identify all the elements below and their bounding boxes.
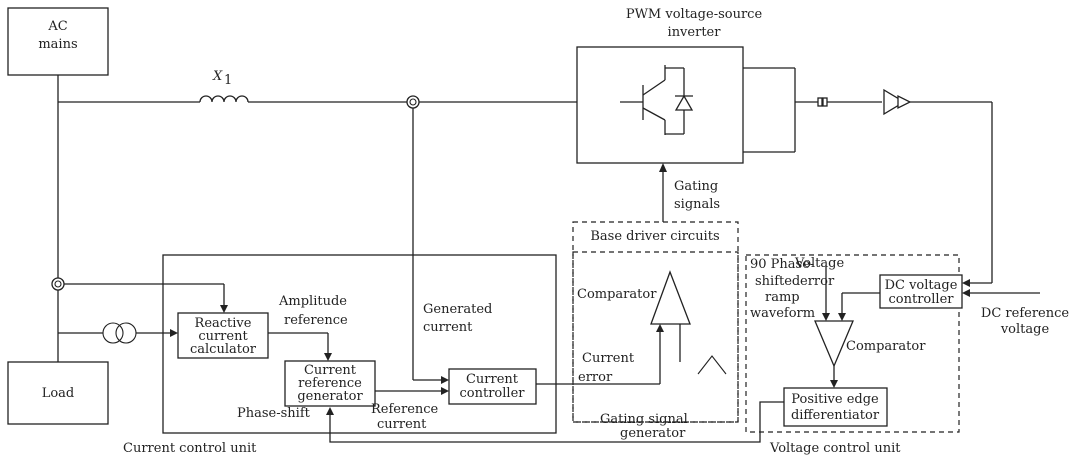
comparator-gating: [650, 270, 691, 325]
comparator-left-label: Comparator: [577, 287, 657, 302]
arrow-verror: [838, 313, 846, 321]
current-controller: Current controller: [448, 368, 537, 405]
voltage-control-unit-border: [745, 254, 960, 433]
current-controller-line2: controller: [460, 386, 526, 401]
gating-inner-border: [572, 251, 739, 423]
current-reference-generator: Current reference generator: [284, 360, 376, 407]
inductor-subscript: 1: [224, 73, 232, 88]
gating-signal-generator-line1: Gating signal: [600, 412, 688, 427]
reference-current-line2: current: [377, 417, 427, 432]
ac-mains-block: AC mains: [7, 7, 109, 76]
current-error-line2: error: [578, 370, 613, 385]
phase-shift-label: Phase-shift: [237, 406, 311, 421]
phase-shift-feedback-wire: [329, 401, 784, 443]
load-label: Load: [42, 386, 75, 401]
pwm-inverter-block: [576, 46, 744, 164]
comparator-voltage: [814, 320, 854, 368]
arrow-gating-signals: [659, 163, 667, 172]
gating-signals-line2: signals: [674, 197, 720, 212]
dc-voltage-controller-line2: controller: [889, 292, 955, 307]
arrow-to-reactive-calc: [220, 305, 228, 313]
current-control-unit-border: [162, 254, 557, 434]
dc-voltage-controller-line1: DC voltage: [885, 278, 958, 293]
load-current-sensor: [51, 277, 65, 291]
voltage-error-line1: Voltage: [794, 256, 844, 271]
ramp-waveform-line1: 90 Phase-: [750, 257, 814, 272]
positive-edge-line1: Positive edge: [791, 392, 879, 407]
gating-signals-line1: Gating: [674, 179, 718, 194]
arrow-ramp: [822, 313, 830, 321]
inverter-title-line1: PWM voltage-source: [626, 7, 763, 22]
amplitude-reference-line2: reference: [284, 313, 348, 328]
arrow-dc-ref: [962, 289, 970, 297]
inductor-label: X: [212, 69, 223, 84]
arrow-to-current-controller: [441, 376, 449, 384]
arrow-reference-current: [441, 387, 449, 395]
inductor-x1: X 1: [199, 69, 249, 103]
potential-transformer: [102, 322, 137, 344]
ac-mains-label-line1: AC: [47, 19, 67, 34]
ramp-waveform-line2: shifted: [755, 274, 800, 289]
arrow-phase-shift: [326, 407, 334, 415]
generated-current-line2: current: [423, 320, 473, 335]
current-ref-gen-line2: reference: [298, 376, 362, 391]
line-current-sensor: [406, 95, 420, 109]
reactive-calc-line2: current: [198, 329, 248, 344]
positive-edge-differentiator: Positive edge differentiator: [783, 387, 888, 427]
arrow-amp-ref: [324, 353, 332, 361]
base-driver-label: Base driver circuits: [590, 229, 719, 244]
dc-reference-line1: DC reference: [981, 306, 1069, 321]
reactive-calc-line1: Reactive: [195, 316, 252, 331]
voltage-error-line2: error: [800, 274, 835, 289]
triangle-wave-icon: [697, 355, 727, 375]
arrow-to-differentiator: [830, 380, 838, 388]
reactive-current-calculator: Reactive current calculator: [177, 312, 269, 359]
dc-capacitor: [817, 97, 828, 107]
current-error-line1: Current: [582, 351, 635, 366]
ac-mains-label-line2: mains: [38, 37, 77, 52]
load-block: Load: [7, 361, 109, 425]
amplitude-reference-line1: Amplitude: [278, 294, 347, 309]
current-ref-gen-line3: generator: [297, 389, 363, 404]
positive-edge-line2: differentiator: [791, 408, 880, 423]
dc-reference-line2: voltage: [1000, 322, 1050, 337]
generated-current-line1: Generated: [423, 302, 492, 317]
arrow-pt-to-reactive-calc: [170, 329, 178, 337]
arrow-current-error: [656, 324, 664, 332]
arrow-dc-feedback: [962, 279, 970, 287]
ramp-waveform-line4: waveform: [750, 306, 815, 321]
comparator-right-label: Comparator: [846, 339, 926, 354]
current-ref-gen-line1: Current: [304, 363, 357, 378]
current-control-unit-label: Current control unit: [123, 441, 257, 456]
dc-voltage-controller: DC voltage controller: [879, 274, 963, 309]
reference-current-line1: Reference: [371, 402, 439, 417]
ramp-waveform-line3: ramp: [765, 290, 800, 305]
voltage-control-unit-label: Voltage control unit: [769, 441, 901, 456]
gating-signal-generator-line2: generator: [620, 426, 686, 441]
inverter-title-line2: inverter: [668, 25, 722, 40]
current-controller-line1: Current: [466, 372, 519, 387]
reactive-calc-line3: calculator: [190, 342, 257, 357]
voltage-sensor-buffer: [883, 88, 912, 116]
